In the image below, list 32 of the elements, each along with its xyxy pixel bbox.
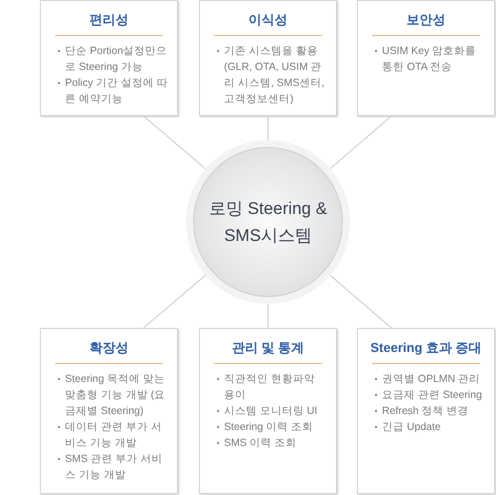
bullet-item: 단순 Portion설정만으로 Steering 가능 xyxy=(57,43,169,75)
feature-card xyxy=(199,328,337,494)
bullet-item: 요금제 관련 Steering xyxy=(374,387,486,403)
feature-card xyxy=(357,328,495,494)
bullet-item: Refresh 정책 변경 xyxy=(374,403,486,419)
bullet-item: SMS 이력 조회 xyxy=(216,435,328,451)
bullet-item: USIM Key 암호화를 통한 OTA 전송 xyxy=(374,43,486,75)
bullet-item: 권역별 OPLMN 관리 xyxy=(374,371,486,387)
bullet-item: 시스템 모니터링 UI xyxy=(216,403,328,419)
card-heading: 보안성 xyxy=(406,11,446,29)
bullet-item: 직관적인 현황파악 용이 xyxy=(216,371,328,403)
bullet-item: 데이터 관련 부가 서비스 기능 개발 xyxy=(57,419,169,451)
bullet-item: 기존 시스템을 활용 (GLR, OTA, USIM 관리 시스템, SMS센터, 고객정보센터) xyxy=(216,43,328,107)
card-heading: 관리 및 통계 xyxy=(230,339,306,357)
card-heading: 편리성 xyxy=(88,11,130,29)
card-heading: 확장성 xyxy=(88,339,130,357)
connector-line xyxy=(143,274,206,328)
connector-line xyxy=(330,116,392,170)
bullet-item: SMS 관련 부가 서비스 기능 개발 xyxy=(57,451,169,483)
bullet-item: 긴급 Update xyxy=(374,419,486,435)
hub-title: 로밍 Steering & SMS시스템 xyxy=(208,198,328,247)
connector-line xyxy=(143,116,206,170)
feature-card xyxy=(40,0,178,116)
bullet-item: Steering 이력 조회 xyxy=(216,419,328,435)
card-heading: Steering 효과 증대 xyxy=(369,339,483,357)
bullet-item: Policy 기간 설정에 따른 예약기능 xyxy=(57,75,169,107)
bullet-item: Steering 목적에 맞는 맞춤형 기능 개발 (요금제별 Steering) xyxy=(57,371,169,419)
feature-card xyxy=(199,0,337,116)
feature-card xyxy=(357,0,495,116)
card-heading: 이식성 xyxy=(248,11,288,29)
connector-line xyxy=(330,274,392,328)
feature-card xyxy=(40,328,178,494)
